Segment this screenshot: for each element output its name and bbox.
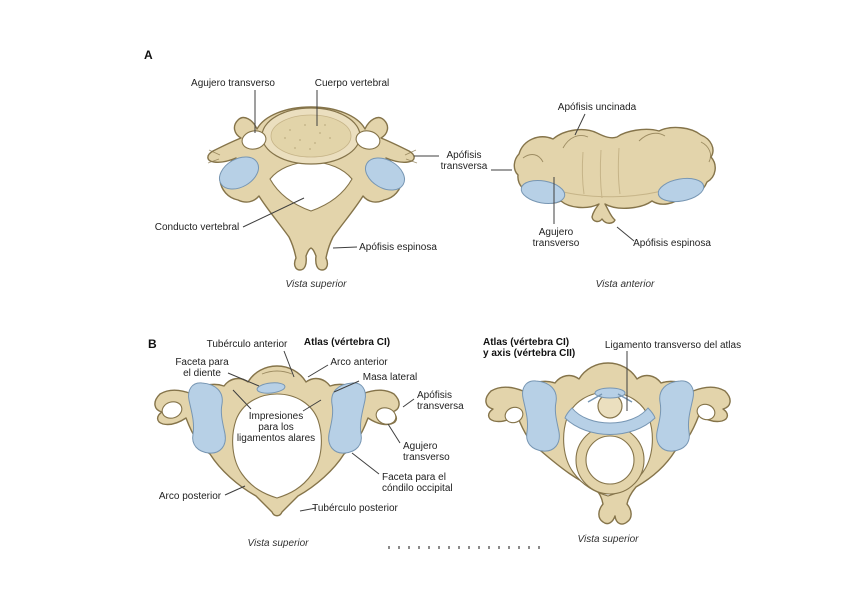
leader-tuberculo-anterior	[283, 350, 295, 378]
label-cuerpo-vertebral: Cuerpo vertebral	[314, 78, 390, 89]
cropped-text-remnant	[388, 546, 543, 549]
transverse-foramen-right	[696, 403, 716, 421]
atlas-superior-view	[154, 365, 400, 517]
label-agujero-transverso-a1: Agujero transverso	[191, 78, 275, 89]
caption-vista-anterior: Vista anterior	[595, 279, 655, 290]
superior-articular-facet-right	[656, 380, 694, 452]
label-line: Apófisis	[417, 390, 453, 401]
title-line: y axis (vértebra CII)	[483, 348, 576, 359]
transverse-foramen-left	[161, 401, 183, 419]
vertebral-body-surface	[270, 114, 352, 158]
transverse-process-fork	[207, 149, 418, 164]
leader-faceta-diente	[227, 372, 260, 387]
superior-articular-facet-left	[219, 156, 259, 190]
label-apofisis-espinosa-a2: Apófisis espinosa	[633, 238, 711, 249]
transverse-ligament-band	[564, 407, 656, 435]
leader-impresiones-right	[302, 399, 322, 412]
caption-vista-superior-a: Vista superior	[285, 279, 347, 290]
label-apofisis-transversa-a: Apófisis transversa	[441, 150, 488, 172]
panel-b-letter: B	[148, 337, 157, 351]
alar-ligament-right	[617, 393, 633, 403]
label-arco-anterior: Arco anterior	[330, 357, 388, 368]
title-line: Atlas (vértebra CI)	[483, 337, 570, 348]
label-line: transversa	[417, 401, 464, 412]
transverse-foramen-left	[504, 406, 524, 424]
label-line: transverso	[532, 238, 580, 249]
superior-articular-facet-left	[188, 382, 226, 454]
uncinate-process-ridge-left	[562, 135, 589, 149]
label-impresiones-ligamentos-alares: Impresiones para los ligamentos alares	[237, 411, 315, 444]
label-arco-posterior: Arco posterior	[158, 491, 222, 502]
label-line: transverso	[403, 452, 450, 463]
leader-agujero-transverso-b	[387, 423, 401, 444]
anterior-arch-ridge	[261, 370, 293, 375]
leader-arco-posterior	[224, 485, 246, 496]
lateral-curl-left	[522, 154, 544, 163]
superior-articular-facet-right	[365, 157, 405, 191]
label-tuberculo-anterior: Tubérculo anterior	[206, 339, 288, 350]
uncinate-process-ridge-right	[638, 132, 666, 142]
label-line: el diente	[183, 368, 221, 379]
label-line: ligamentos alares	[236, 433, 316, 444]
leader-apofisis-espinosa-a2	[616, 226, 635, 242]
body-stipple-texture	[284, 124, 331, 150]
title-atlas-ci: Atlas (vértebra CI)	[303, 337, 391, 348]
alar-ligament-left	[587, 393, 603, 403]
label-faceta-diente: Faceta para el diente	[175, 357, 228, 379]
title-atlas-axis: Atlas (vértebra CI) y axis (vértebra CII…	[483, 337, 575, 359]
caption-vista-superior-b2: Vista superior	[577, 534, 639, 545]
label-faceta-condilo-occipital: Faceta para el cóndilo occipital	[382, 472, 453, 494]
label-line: Apófisis	[446, 150, 482, 161]
label-agujero-transverso-a2: Agujero transverso	[533, 227, 580, 249]
label-line: transversa	[440, 161, 488, 172]
inferior-articular-facet-right	[657, 177, 705, 203]
body-ridges	[581, 147, 621, 199]
label-tuberculo-posterior: Tubérculo posterior	[312, 503, 398, 514]
label-line: cóndilo occipital	[382, 483, 453, 494]
label-conducto-vertebral: Conducto vertebral	[154, 222, 240, 233]
dens-articular-facet	[594, 387, 626, 399]
label-apofisis-transversa-b: Apófisis transversa	[417, 390, 464, 412]
superior-articular-facet-left	[522, 380, 560, 452]
leader-conducto-vertebral	[242, 197, 305, 228]
atlas-vertebral-foramen	[232, 393, 322, 499]
panel-a-letter: A	[144, 48, 153, 62]
leader-apofisis-espinosa-a1	[332, 246, 358, 249]
cervical-vertebra-superior-view	[207, 106, 418, 271]
label-line: para los	[258, 422, 294, 433]
leader-faceta-condilo	[351, 452, 380, 475]
transverse-foramen-right	[355, 130, 381, 150]
label-line: Faceta para	[175, 357, 229, 368]
label-line: Agujero	[538, 227, 574, 238]
leader-masa-lateral	[333, 380, 360, 393]
label-apofisis-uncinada: Apófisis uncinada	[557, 102, 637, 113]
transverse-foramen-left	[241, 130, 267, 150]
label-line: Impresiones	[248, 411, 304, 422]
leader-apofisis-uncinada	[574, 113, 586, 136]
label-agujero-transverso-b: Agujero transverso	[403, 441, 450, 463]
superior-articular-facet-right	[328, 382, 366, 454]
leader-tuberculo-posterior	[299, 507, 317, 512]
lateral-curl-right	[700, 141, 712, 163]
label-masa-lateral: Masa lateral	[362, 372, 418, 383]
leader-apofisis-transversa-b	[402, 398, 415, 408]
label-line: Agujero	[403, 441, 438, 452]
leader-impresiones-left	[232, 389, 252, 410]
transverse-foramen-right	[375, 407, 397, 425]
leader-arco-anterior	[307, 364, 329, 378]
axis-canal-opening	[585, 435, 635, 485]
label-line: Faceta para el	[382, 472, 446, 483]
facet-for-dens	[256, 382, 286, 394]
label-ligamento-transverso: Ligamento transverso del atlas	[604, 340, 742, 351]
caption-vista-superior-b1: Vista superior	[247, 538, 309, 549]
vertebral-canal	[269, 161, 353, 212]
label-apofisis-espinosa-a1: Apófisis espinosa	[359, 242, 437, 253]
atlas-axis-superior-view	[485, 362, 731, 525]
